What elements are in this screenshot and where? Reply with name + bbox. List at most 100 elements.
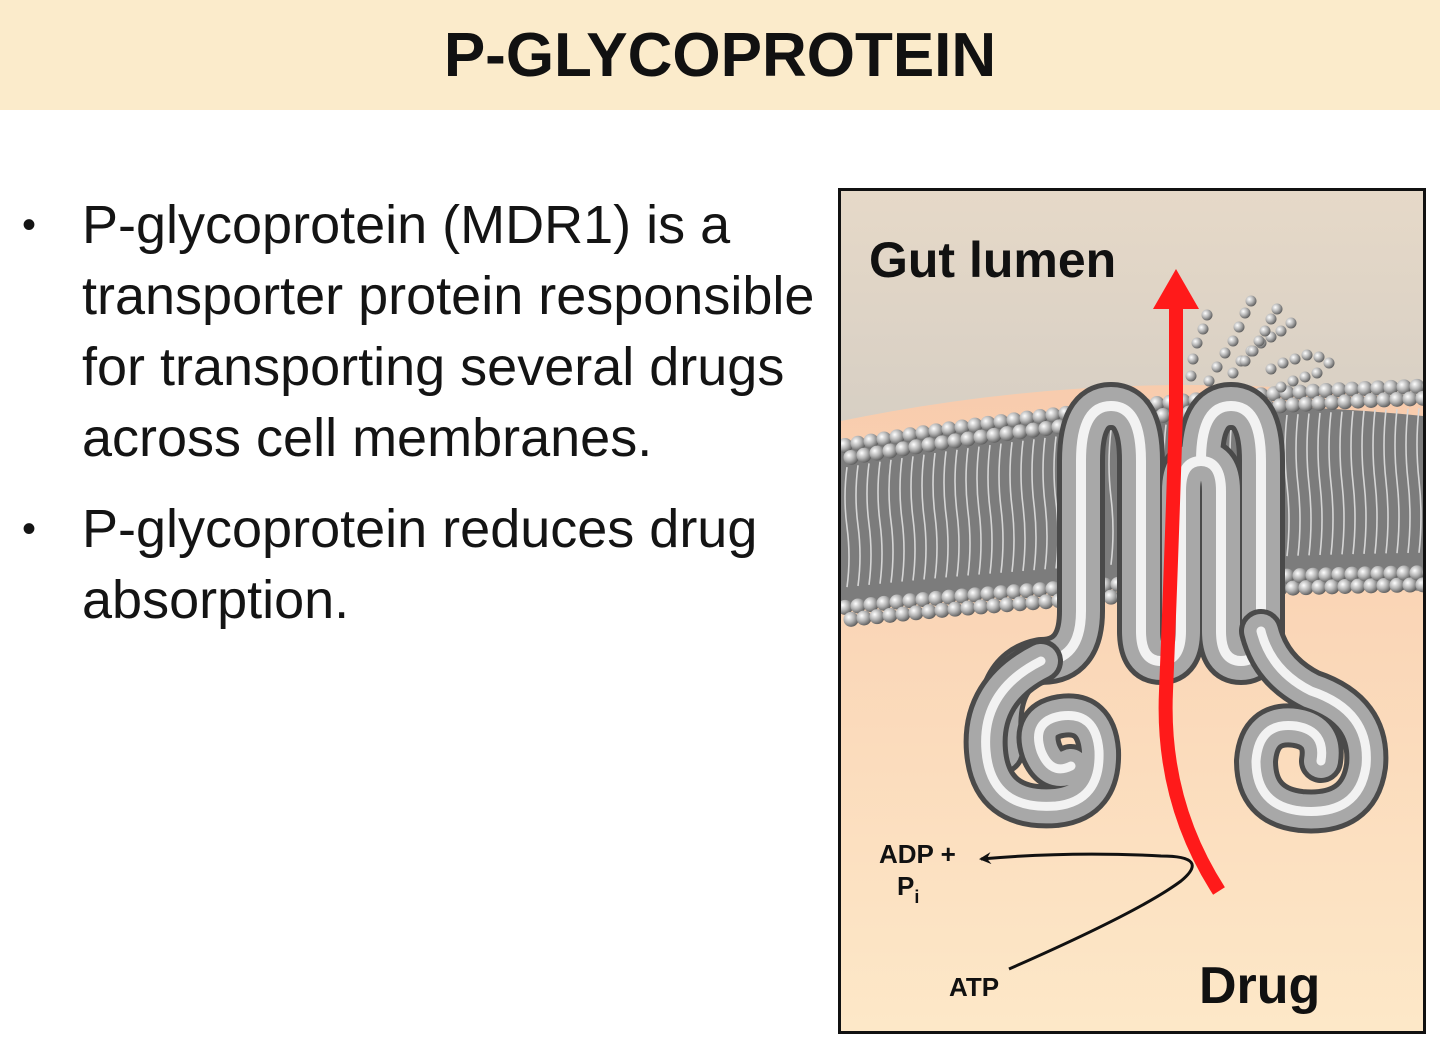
lipid-head <box>934 435 950 451</box>
lipid-head <box>1383 379 1399 395</box>
lumen-region <box>841 191 1423 421</box>
lipid-tail <box>943 451 949 578</box>
lipid-head <box>934 602 950 618</box>
lipid-tail <box>976 446 982 575</box>
lipid-head <box>1285 397 1301 413</box>
glycan-bead <box>1277 357 1289 369</box>
lipid-head <box>902 593 918 609</box>
lipid-head <box>1422 569 1423 576</box>
lipid-head <box>1324 579 1340 595</box>
lipid-tail <box>1042 437 1048 570</box>
glycan-bead <box>1239 355 1251 367</box>
drug-efflux-arrow <box>1153 269 1225 895</box>
lipid-head <box>928 423 944 439</box>
lipid-tail <box>910 456 916 581</box>
lipid-head <box>1019 583 1035 599</box>
lipid-head <box>1025 422 1041 438</box>
lipid-head <box>1344 381 1360 397</box>
lipid-head <box>1298 580 1314 596</box>
lipid-tail <box>899 457 905 582</box>
lipid-head <box>1337 578 1353 594</box>
lipid-head <box>1396 565 1412 581</box>
lipid-tail <box>1350 410 1356 555</box>
lipid-head <box>986 427 1002 443</box>
glycan-bead <box>1191 337 1203 349</box>
lipid-head <box>1357 566 1373 582</box>
lipid-head <box>1311 579 1327 595</box>
lipid-tail <box>987 444 993 574</box>
atp-hydrolysis-arrow <box>979 852 1194 971</box>
lipid-head <box>915 592 931 608</box>
lipid-head <box>850 435 866 451</box>
glycan-bead <box>1259 325 1271 337</box>
lipid-head <box>856 447 872 463</box>
lipid-tail <box>1383 409 1389 554</box>
lipid-tail <box>1361 410 1367 554</box>
lipid-head <box>921 437 937 453</box>
glycan-bead <box>1299 371 1311 383</box>
slide-header: P-GLYCOPROTEIN <box>0 0 1440 110</box>
lipid-head <box>941 589 957 605</box>
glycan-bead <box>1275 325 1287 337</box>
glycan-bead <box>1271 303 1283 315</box>
lipid-tail <box>921 454 927 580</box>
lipid-head <box>954 588 970 604</box>
lipid-head <box>1396 379 1412 395</box>
lipid-tail <box>855 465 861 587</box>
lipid-head <box>921 604 937 620</box>
lipid-head <box>1383 565 1399 581</box>
lipid-tail <box>1108 430 1114 565</box>
lipid-head <box>895 441 911 457</box>
lipid-head <box>1012 424 1028 440</box>
lipid-head <box>1032 409 1048 425</box>
lipid-head <box>1350 578 1366 594</box>
lipid-head <box>1331 566 1347 582</box>
lipid-head <box>993 414 1009 430</box>
lipid-head <box>1337 394 1353 410</box>
lipid-head <box>863 597 879 613</box>
lipid-head <box>1038 421 1054 437</box>
lipid-head <box>1376 392 1392 408</box>
lipid-head <box>841 599 853 615</box>
lipid-head <box>986 598 1002 614</box>
glycan-bead <box>1265 363 1277 375</box>
lipid-tail <box>866 463 872 585</box>
lipid-head <box>993 585 1009 601</box>
lipid-head <box>1331 382 1347 398</box>
glycan-bead <box>1313 351 1325 363</box>
pi-label: Pi <box>897 871 919 907</box>
lipid-head <box>973 599 989 615</box>
lipid-head <box>856 610 872 626</box>
lipid-head <box>869 609 885 625</box>
glycan-bead <box>1301 349 1313 361</box>
lipid-tail <box>877 461 883 584</box>
lipid-head <box>902 427 918 443</box>
lipid-head <box>843 449 859 465</box>
lipid-head <box>895 606 911 622</box>
lipid-head <box>1370 566 1386 582</box>
glycan-bead <box>1211 361 1223 373</box>
lipid-tail <box>965 448 971 576</box>
lipid-head <box>1370 380 1386 396</box>
glycan-bead <box>1185 370 1197 382</box>
slide-title: P-GLYCOPROTEIN <box>443 20 997 90</box>
lipid-head <box>999 426 1015 442</box>
lipid-head <box>1006 584 1022 600</box>
lipid-head <box>1415 390 1423 406</box>
lipid-head <box>1357 380 1373 396</box>
drug-label: Drug <box>1199 957 1320 1015</box>
lipid-head <box>1292 568 1308 584</box>
glycan-bead <box>1289 353 1301 365</box>
lipid-head <box>876 595 892 611</box>
lipid-head <box>954 419 970 435</box>
adp-label: ADP + <box>879 839 956 869</box>
lipid-head <box>1025 595 1041 611</box>
bullet-list: • P-glycoprotein (MDR1) is a transporter… <box>22 190 822 656</box>
lipid-head <box>876 431 892 447</box>
lipid-head <box>1311 395 1327 411</box>
glycan-bead <box>1227 367 1239 379</box>
lipid-tail <box>1284 414 1290 557</box>
pi-label-main: P <box>897 871 914 901</box>
lipid-head <box>980 415 996 431</box>
lipid-tail <box>1339 411 1345 555</box>
